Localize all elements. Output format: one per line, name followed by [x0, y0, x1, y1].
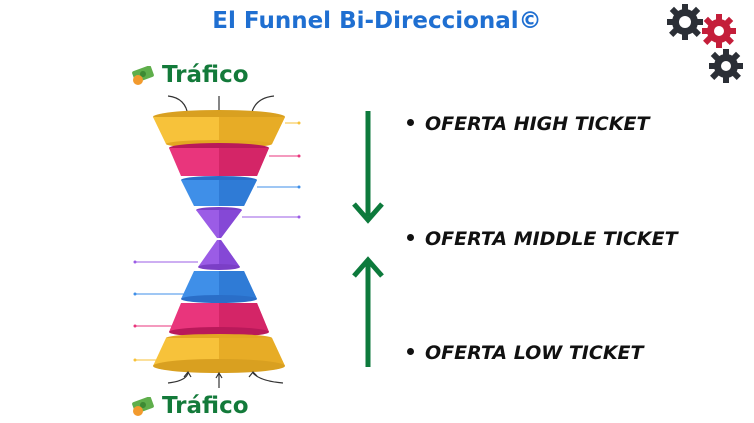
- bullet-icon: [407, 119, 414, 126]
- funnel-layer-blue-bottom: [181, 271, 257, 303]
- funnel-layer-yellow-bottom: [153, 334, 285, 373]
- money-icon: [132, 65, 154, 85]
- funnel-layer-yellow-top: [153, 110, 285, 148]
- money-icon: [132, 396, 154, 416]
- bullet-icon: [407, 234, 414, 241]
- traffic-top: Tráfico: [130, 62, 249, 88]
- page-title: El Funnel Bi-Direccional©: [212, 8, 542, 34]
- funnel-layer-pink-top: [169, 143, 269, 176]
- bottom-traffic-arrows: [167, 370, 284, 388]
- offer-middle-label: OFERTA MIDDLE TICKET: [425, 228, 678, 250]
- offer-low-ticket: OFERTA LOW TICKET: [407, 342, 643, 364]
- funnel-layer-purple-bottom: [198, 240, 240, 270]
- offer-high-label: OFERTA HIGH TICKET: [425, 113, 650, 135]
- traffic-bottom-label: Tráfico: [162, 393, 249, 419]
- bullet-icon: [407, 348, 414, 355]
- traffic-top-label: Tráfico: [162, 62, 249, 88]
- offer-low-label: OFERTA LOW TICKET: [425, 342, 644, 364]
- funnel-layer-purple-top: [196, 207, 242, 238]
- arrow-up-icon: [352, 256, 384, 367]
- traffic-bottom: Tráfico: [130, 393, 249, 419]
- funnel-layer-blue-top: [181, 176, 257, 206]
- offer-middle-ticket: OFERTA MIDDLE TICKET: [407, 228, 678, 250]
- gears-icon: [667, 4, 743, 83]
- offer-high-ticket: OFERTA HIGH TICKET: [407, 113, 649, 135]
- funnel-layer-pink-bottom: [169, 303, 269, 337]
- bidirectional-funnel: [133, 95, 301, 388]
- arrow-down-icon: [352, 111, 384, 224]
